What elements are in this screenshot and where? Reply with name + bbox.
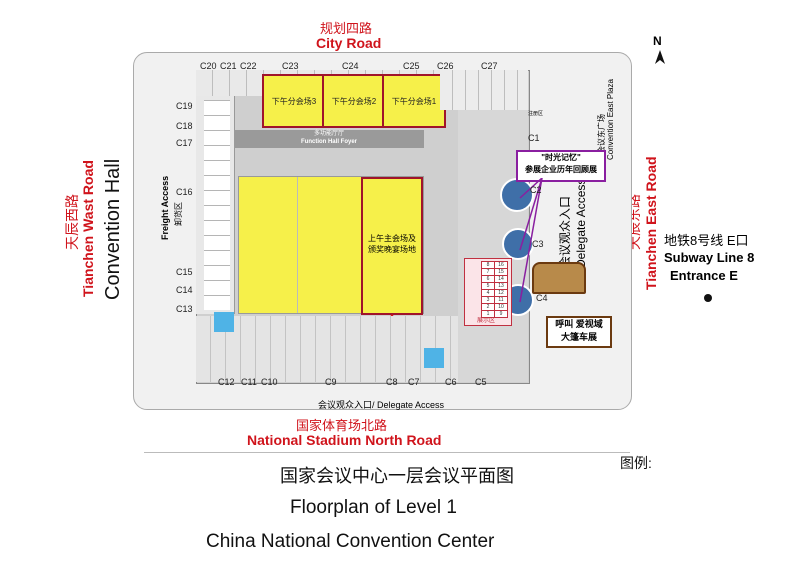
main-hall-divider-2 xyxy=(361,177,363,313)
car-callout-line2: 大篷车展 xyxy=(560,332,597,342)
main-hall-label: 上午主会场及颁奖晚宴场地 xyxy=(368,234,416,254)
gate-label-left: C14 xyxy=(176,285,193,295)
gate-label-bottom: C6 xyxy=(445,377,457,387)
gate-label-bottom: C7 xyxy=(408,377,420,387)
main-hall[interactable]: 上午主会场及颁奖晚宴场地 xyxy=(238,176,424,315)
gate-label-left: C18 xyxy=(176,121,193,131)
foyer-cn: 多功能厅厅 xyxy=(313,131,344,137)
south-road-en: National Stadium North Road xyxy=(247,432,442,448)
gate-label-left: C19 xyxy=(176,101,193,111)
divider xyxy=(144,452,630,453)
plaza-en: Convention East Plaza xyxy=(606,79,615,160)
gate-label-bottom: C5 xyxy=(475,377,487,387)
gate-label-left: C16 xyxy=(176,187,193,197)
delegate-east-cn: 会议观众入口 xyxy=(558,195,572,268)
gate-label-top: C25 xyxy=(403,61,420,71)
page-title-en-2: China National Convention Center xyxy=(206,531,495,552)
gate-label-right: C2 xyxy=(530,185,542,195)
gate-label-top: C23 xyxy=(282,61,299,71)
car-callout-line1: 呼叫 爱视域 xyxy=(555,319,603,329)
gate-label-bottom: C9 xyxy=(325,377,337,387)
gate-label-bottom: C12 xyxy=(218,377,235,387)
gate-label-bottom: C8 xyxy=(386,377,398,387)
page-title-cn: 国家会议中心一层会议平面图 xyxy=(280,466,514,486)
foyer-en: Function Hall Foyer xyxy=(300,139,357,145)
west-rooms xyxy=(204,100,230,310)
gate-label-top: C21 xyxy=(220,61,237,71)
exhibit-label: 展示区 xyxy=(477,318,496,324)
hall-afternoon-1-label: 下午分会场1 xyxy=(391,96,437,106)
gate-label-top: C24 xyxy=(342,61,359,71)
memory-pointer-lines xyxy=(519,178,543,303)
west-road-en: Tianchen Wast Road xyxy=(80,160,96,297)
registration-label: 注册区 xyxy=(528,111,544,117)
gate-label-right: C4 xyxy=(536,293,548,303)
hall-afternoon-3-label: 下午分会场3 xyxy=(271,96,317,106)
page-title-en-1: Floorplan of Level 1 xyxy=(290,497,457,518)
gate-label-top: C27 xyxy=(481,61,498,71)
function-hall-foyer: 多功能厅厅 Function Hall Foyer xyxy=(234,130,424,148)
south-road-cn: 国家体育场北路 xyxy=(296,418,388,433)
subway-en-line2: Entrance E xyxy=(670,268,738,283)
north-road-cn: 规划四路 xyxy=(320,21,373,36)
gate-label-bottom: C10 xyxy=(261,377,278,387)
east-bay-1 xyxy=(500,178,534,212)
gate-label-right: C3 xyxy=(532,239,544,249)
vip-room-west xyxy=(214,312,234,332)
gate-label-right: C1 xyxy=(528,133,540,143)
subway-marker-icon xyxy=(704,294,712,302)
subway-cn: 地铁8号线 E口 xyxy=(664,233,749,248)
hall-afternoon-2[interactable]: 下午分会场2 xyxy=(322,74,386,128)
vip-room-south xyxy=(424,348,444,368)
hall-afternoon-2-label: 下午分会场2 xyxy=(331,96,377,106)
building-name: Convention Hall xyxy=(102,158,124,300)
car-callout[interactable]: 呼叫 爱视域 大篷车展 xyxy=(546,316,612,348)
delegate-east-en: Delegate Access xyxy=(574,178,588,268)
north-arrow-icon xyxy=(655,50,665,64)
freight-access-cn: 卸货区 xyxy=(174,202,183,226)
hall-afternoon-1[interactable]: 下午分会场1 xyxy=(382,74,446,128)
east-service-block xyxy=(440,70,528,110)
gate-label-left: C13 xyxy=(176,304,193,314)
memory-callout-line2: 参展企业历年回顾展 xyxy=(525,165,597,174)
main-hall-divider-1 xyxy=(297,177,298,313)
delegate-south: 会议观众入口/ Delegate Access xyxy=(318,400,445,410)
compass-north-label: N xyxy=(653,34,662,48)
exhibit-booth[interactable]: 9 xyxy=(494,310,508,318)
memory-callout[interactable]: "时光记忆" 参展企业历年回顾展 xyxy=(516,150,606,182)
gate-label-top: C20 xyxy=(200,61,217,71)
east-road-en: Tianchen East Road xyxy=(643,156,659,290)
subway-en-line1: Subway Line 8 xyxy=(664,250,755,265)
north-road-en: City Road xyxy=(316,35,382,51)
legend-label: 图例: xyxy=(620,455,652,471)
gate-label-top: C22 xyxy=(240,61,257,71)
gate-label-left: C15 xyxy=(176,267,193,277)
freight-access-en: Freight Access xyxy=(160,175,170,240)
hall-afternoon-3[interactable]: 下午分会场3 xyxy=(262,74,326,128)
caravan-booth[interactable] xyxy=(532,262,586,294)
gate-label-top: C26 xyxy=(437,61,454,71)
compass: N xyxy=(650,34,674,68)
gate-label-left: C17 xyxy=(176,138,193,148)
gate-label-bottom: C11 xyxy=(241,377,257,387)
memory-callout-line1: "时光记忆" xyxy=(541,153,581,162)
west-road-cn: 天辰西路 xyxy=(64,194,80,250)
